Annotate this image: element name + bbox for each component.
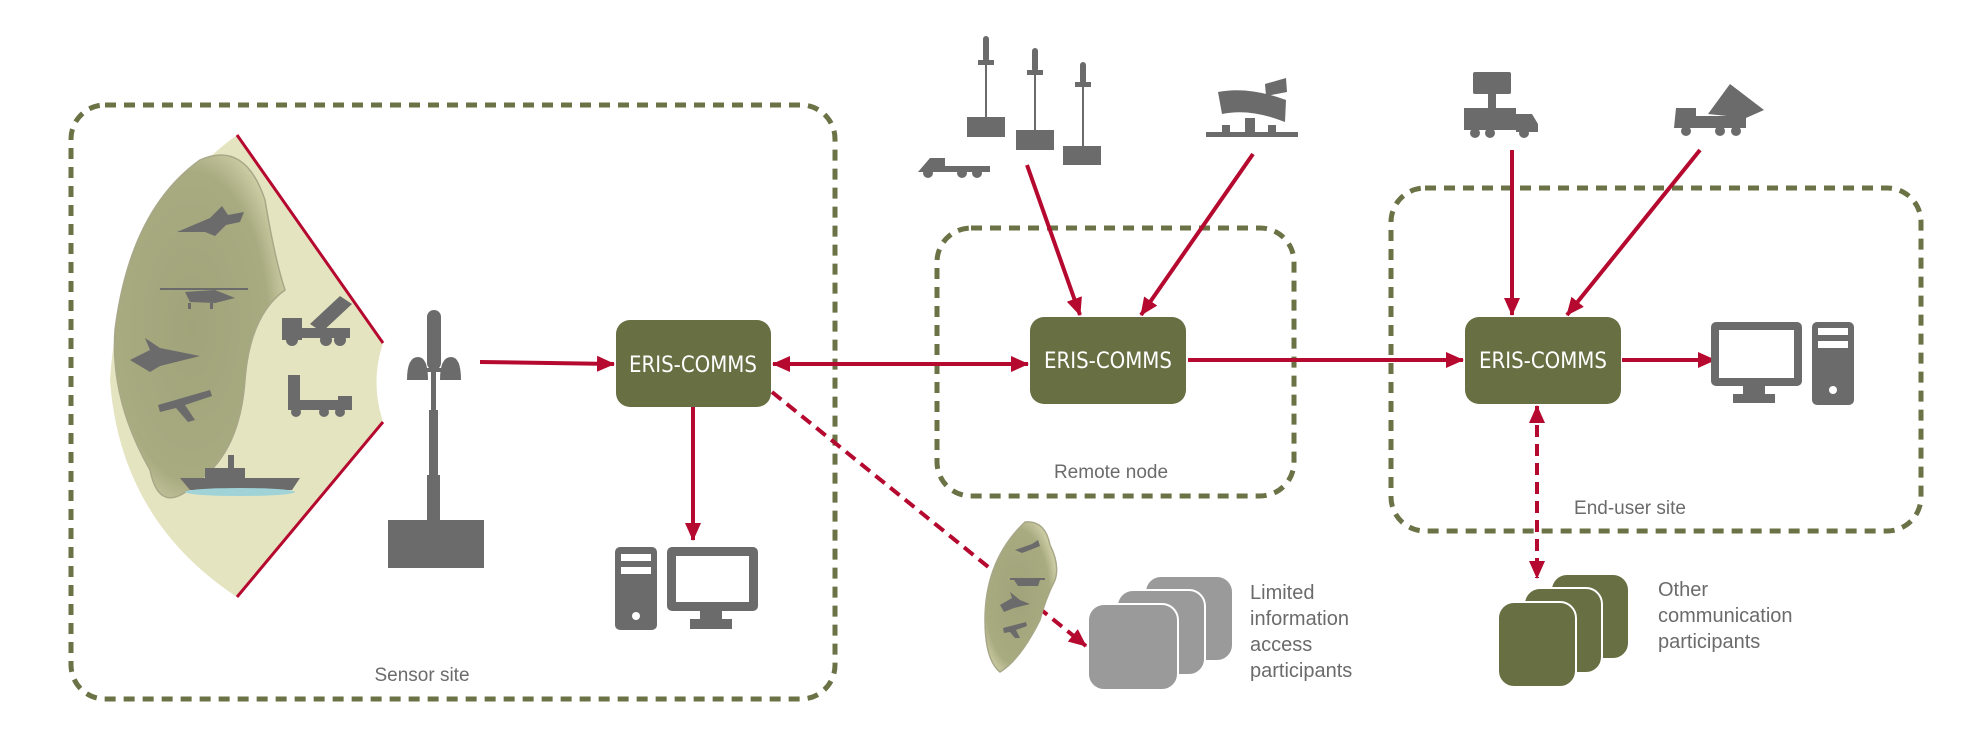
remote-node-label: Remote node [1054,462,1168,483]
fighter-jet-icon [1015,540,1040,553]
air-threat-cloud [113,154,286,499]
arrow-eris-sensor-to-limited-participants [770,390,1088,648]
sensor-site-boundary [68,102,838,702]
eurofighter-icon [1000,592,1030,612]
air-picture-cloud [984,521,1058,673]
limited-participants-label: Limited information access participants [1250,582,1355,682]
eris-comms-node-sensor[interactable]: ERIS-COMMS [616,320,771,407]
drone-icon [1003,622,1027,638]
limited-access-participants-group[interactable]: Limited information access participants [984,521,1355,691]
eris-comms-label: ERIS-COMMS [1479,349,1607,374]
phased-array-radar-icon [1206,78,1298,137]
arrow-mast-to-eris-remote [1025,164,1082,316]
helicopter-icon [160,288,248,309]
eris-comms-node-remote[interactable]: ERIS-COMMS [1030,317,1186,404]
rocket-launcher-truck-icon [1674,84,1764,136]
sensor-site-workstation-icon [615,547,758,630]
warship-icon [180,455,300,496]
antenna-mast-icon [1016,48,1054,150]
antenna-mast-icon [967,36,1005,137]
fighter-jet-icon [177,206,244,236]
arrow-mast-to-eris-sensor [479,355,615,372]
arrow-radar-to-eris-remote [1139,152,1255,317]
eris-comms-label: ERIS-COMMS [629,353,757,378]
end-user-site-boundary [1388,185,1924,534]
sensor-coverage-area [110,134,385,598]
radar-truck-icon [1464,72,1538,138]
radar-truck-icon [288,375,352,417]
sensor-antenna-mast-icon [388,310,484,568]
mobile-mast-truck-icon [918,158,990,178]
other-participants-group[interactable]: Other communication participants [1497,573,1798,688]
eris-comms-label: ERIS-COMMS [1044,349,1172,374]
rocket-launcher-truck-icon [282,296,352,346]
helicopter-icon [1010,578,1045,586]
drone-icon [158,390,212,422]
antenna-mast-icon [1063,62,1101,165]
eris-comms-node-end-user[interactable]: ERIS-COMMS [1465,317,1621,404]
other-participants-label: Other communication participants [1658,579,1798,653]
end-user-workstation-icon [1711,322,1854,405]
sensor-site-label: Sensor site [374,665,469,686]
eurofighter-icon [130,338,200,372]
arrow-launcher-to-eris-enduser [1565,148,1702,317]
end-user-site-label: End-user site [1574,498,1686,519]
